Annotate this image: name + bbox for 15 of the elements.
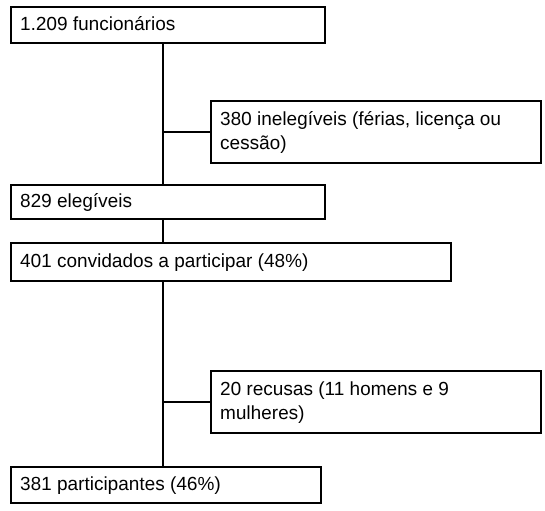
flow-box xyxy=(10,184,326,220)
box-text: 380 inelegíveis (férias, licença ou cessão) xyxy=(220,108,502,156)
box-text: 829 elegíveis xyxy=(20,190,132,214)
box-text: 1.209 funcionários xyxy=(20,13,176,37)
box-text: 381 participantes (46%) xyxy=(20,473,221,497)
flow-box xyxy=(10,466,322,504)
flow-box xyxy=(210,100,542,164)
connector-line xyxy=(162,282,210,403)
flow-box xyxy=(210,370,542,434)
flow-box xyxy=(10,6,326,44)
connector-line xyxy=(162,44,210,133)
connector-line xyxy=(162,220,164,242)
box-text: 20 recusas (11 homens e 9 mulheres) xyxy=(220,378,450,426)
box-text: 401 convidados a participar (48%) xyxy=(20,250,308,274)
flow-box xyxy=(10,242,452,282)
